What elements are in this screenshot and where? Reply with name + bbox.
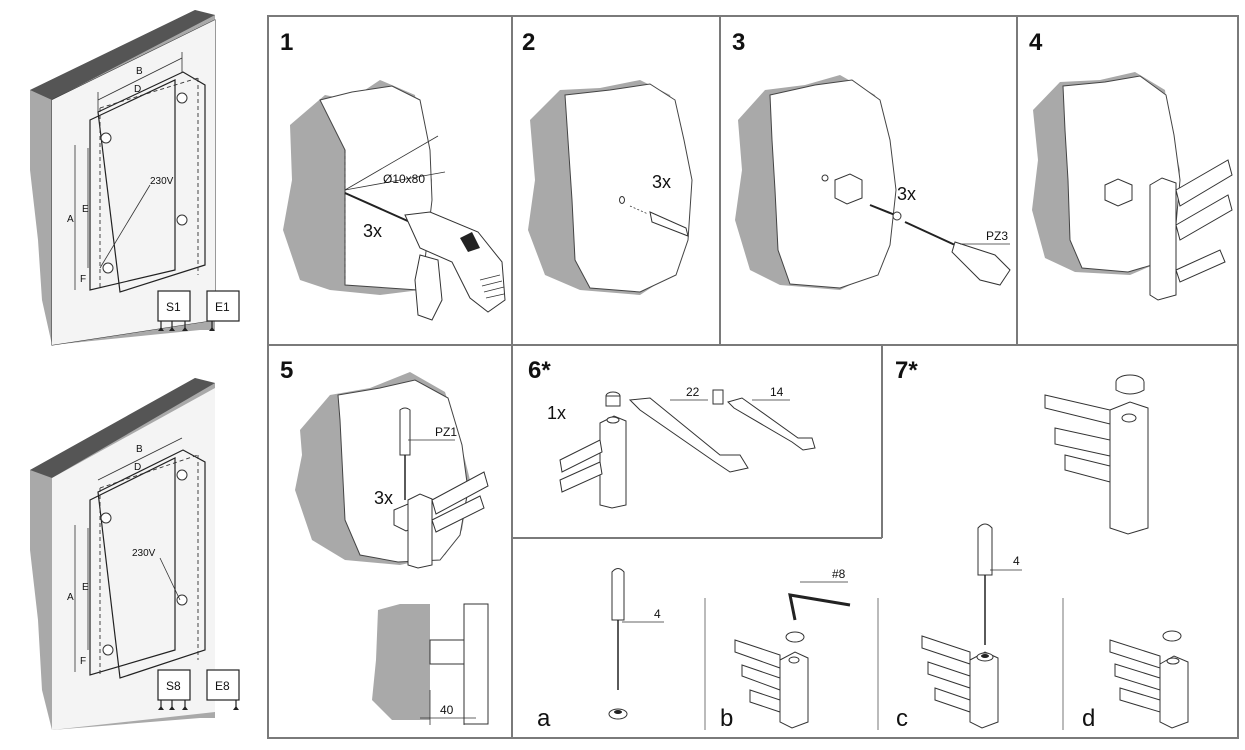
step-5: 5 PZ1 3x 40: [280, 357, 489, 725]
substep-letter: d: [1082, 705, 1095, 732]
dim-label: F: [80, 656, 86, 667]
step-grid: [267, 15, 1239, 739]
cap-icon: [1162, 630, 1182, 642]
step-4: 4: [1029, 29, 1233, 301]
output-label: S8: [166, 679, 181, 693]
step-number: 6*: [528, 357, 551, 384]
tool-label: PZ1: [435, 425, 457, 439]
radiator-outline: [89, 79, 176, 291]
step-number: 4: [1029, 29, 1043, 56]
dim-label: E: [82, 582, 89, 593]
distance-label: 40: [440, 703, 454, 717]
quantity-label: 1x: [547, 403, 566, 423]
bracket-icon: [1104, 178, 1133, 207]
bracket-icon: [834, 173, 863, 205]
dim-label: B: [136, 66, 143, 77]
screwdriver-icon: [977, 523, 993, 576]
drill-size-label: Ø10x80: [383, 172, 425, 186]
voltage-label: 230V: [150, 176, 174, 187]
output-box-e8: [206, 669, 240, 701]
step-number: 5: [280, 357, 293, 384]
step-number: 3: [732, 29, 745, 56]
output-box-e1: [206, 290, 240, 322]
output-label: E8: [215, 679, 230, 693]
dim-label: D: [134, 84, 141, 95]
dim-label: D: [134, 462, 141, 473]
substep-letter: a: [537, 705, 551, 732]
substep-letter: b: [720, 705, 733, 732]
drill-icon: [404, 211, 506, 313]
step-1: 1 Ø10x80 3x: [280, 29, 506, 321]
output-box-s8: [157, 669, 191, 701]
wrench-size-label: 14: [770, 385, 784, 399]
step-2: 2 3x: [522, 29, 693, 295]
step-number: 7*: [895, 357, 918, 384]
output-label: E1: [215, 300, 230, 314]
substep-b: b #8: [720, 567, 851, 732]
step-6: 6* 1x 22 14: [528, 357, 816, 509]
dim-label: F: [80, 274, 86, 285]
substep-a: a 4: [537, 568, 664, 732]
left-panel-2: 230V B D A E F S8 E8: [30, 378, 240, 730]
step-number: 1: [280, 29, 293, 56]
dim-label: A: [67, 592, 74, 603]
quantity-label: 3x: [363, 221, 382, 241]
wall-plug-icon: [649, 211, 689, 237]
step-3: 3 3x PZ3: [732, 29, 1011, 290]
substep-letter: c: [896, 705, 908, 732]
wrench-22-icon: [628, 397, 749, 473]
step-7: 7*: [895, 357, 1149, 535]
screwdriver-icon: [951, 241, 1011, 286]
tool-size-label: 4: [1013, 554, 1020, 568]
substep-c: c 4: [896, 523, 1022, 732]
screwdriver-icon: [399, 407, 411, 456]
tool-size-label: 4: [654, 607, 661, 621]
radiator-bar: [1149, 177, 1177, 301]
substep-d: d: [1082, 630, 1189, 732]
tool-label: PZ3: [986, 229, 1008, 243]
left-panel-1: 230V B D A E F S1 E1: [30, 10, 240, 346]
wall-top: [30, 10, 215, 100]
screwdriver-icon: [611, 568, 625, 621]
quantity-label: 3x: [897, 184, 916, 204]
quantity-label: 3x: [652, 172, 671, 192]
wrench-14-icon: [727, 397, 816, 451]
output-box-s1: [157, 290, 191, 322]
dim-label: B: [136, 444, 143, 455]
wrench-size-label: 22: [686, 385, 700, 399]
hex-key-label: #8: [832, 567, 846, 581]
dim-label: E: [82, 204, 89, 215]
step-number: 2: [522, 29, 535, 56]
dim-label: A: [67, 214, 74, 225]
voltage-label: 230V: [132, 548, 156, 559]
quantity-label: 3x: [374, 488, 393, 508]
output-label: S1: [166, 300, 181, 314]
